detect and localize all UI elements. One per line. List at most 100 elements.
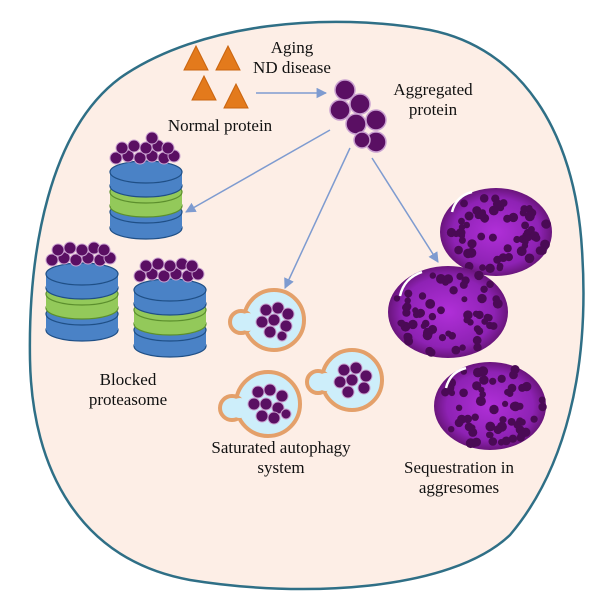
aggresome-speckle bbox=[458, 217, 465, 225]
aggresome-speckle bbox=[488, 437, 498, 446]
aggresome-speckle bbox=[479, 391, 486, 398]
aggresome-speckle bbox=[503, 214, 512, 223]
sequestration-label: Sequestration in aggresomes bbox=[403, 458, 514, 497]
aggresome-speckle bbox=[472, 335, 482, 345]
saturated-autophagy-label: Saturated autophagy system bbox=[211, 438, 351, 477]
aggresome-speckle bbox=[413, 311, 420, 319]
aggresome-speckle bbox=[429, 272, 436, 279]
aggresome-speckle bbox=[525, 234, 532, 242]
aggresome-speckle bbox=[408, 319, 418, 330]
blocked-proteasome-stack bbox=[45, 241, 119, 342]
aggresome-speckle bbox=[471, 413, 479, 421]
aggresome-speckle bbox=[456, 272, 464, 280]
aggregated-protein-label: Aggregated protein bbox=[393, 80, 473, 119]
aggresome-speckle bbox=[524, 211, 535, 222]
aggresome-speckle bbox=[489, 377, 497, 385]
aggresome-speckle bbox=[448, 426, 455, 433]
aggresome-speckle bbox=[517, 429, 527, 439]
nd-disease-label: ND disease bbox=[253, 58, 331, 77]
blocked-proteasome-stack bbox=[109, 131, 183, 240]
aggresome-speckle bbox=[477, 232, 486, 241]
blocked-proteasome-label: Blocked proteasome bbox=[88, 370, 168, 409]
aggresome-speckle bbox=[487, 431, 494, 439]
aggresome-speckle bbox=[493, 425, 503, 435]
aggresome-speckle bbox=[524, 253, 535, 264]
aggresome-speckle bbox=[507, 418, 516, 426]
aggresome-speckle bbox=[458, 224, 466, 231]
aggresome-speckle bbox=[472, 310, 480, 317]
aggresome-speckle bbox=[442, 278, 449, 286]
aggresome bbox=[434, 362, 547, 450]
aggresome-speckle bbox=[504, 388, 511, 396]
aggresome-speckle bbox=[503, 244, 512, 253]
aggresome-speckle bbox=[521, 221, 529, 230]
aggresome-speckle bbox=[499, 416, 507, 424]
normal-protein-triangle bbox=[223, 82, 249, 109]
aggresome-speckle bbox=[459, 232, 466, 239]
aggresome-speckle bbox=[492, 199, 502, 209]
aggresome-speckle bbox=[483, 313, 492, 322]
aging-label: Aging bbox=[270, 38, 314, 57]
aggregate-bead bbox=[334, 79, 356, 101]
aggresome-speckle bbox=[498, 253, 508, 262]
aggresome-speckle bbox=[541, 220, 549, 228]
aggresome-speckle bbox=[473, 343, 482, 352]
aggresome-speckle bbox=[454, 418, 464, 428]
aggresome-speckle bbox=[467, 239, 477, 249]
aggresome-speckle bbox=[423, 327, 433, 338]
aggresome-speckle bbox=[461, 296, 468, 303]
stressor-label: Aging ND disease bbox=[242, 38, 342, 78]
aggresome-speckle bbox=[446, 227, 456, 238]
aggresome-speckle bbox=[486, 321, 494, 330]
normal-protein-triangle bbox=[183, 44, 209, 71]
normal-protein-triangle bbox=[215, 44, 241, 71]
aggresome-speckle bbox=[463, 316, 471, 324]
aggresome-speckle bbox=[479, 264, 486, 271]
aggresome-speckle bbox=[460, 199, 468, 208]
aggresome-speckle bbox=[479, 194, 489, 203]
aggresome-speckle bbox=[402, 308, 411, 317]
aggresome-speckle bbox=[393, 295, 401, 302]
aggresome-speckle bbox=[518, 383, 527, 392]
autophagy-vesicle bbox=[228, 288, 306, 352]
aggresome-speckle bbox=[475, 327, 484, 335]
aggregate-bead bbox=[365, 109, 387, 131]
aggresome-speckle bbox=[463, 414, 472, 424]
aggresome-speckle bbox=[488, 233, 497, 242]
autophagy-vesicle bbox=[218, 370, 302, 438]
aggresome-speckle bbox=[486, 423, 494, 430]
arrow-to-aggresome bbox=[371, 157, 439, 263]
normal-protein-label: Normal protein bbox=[167, 116, 273, 135]
aggresome-speckle bbox=[448, 332, 456, 340]
aggresome-speckle bbox=[459, 280, 468, 289]
aggresome-speckle bbox=[404, 297, 411, 304]
aggresome-speckle bbox=[455, 404, 463, 411]
aggregate-bead bbox=[329, 99, 351, 121]
aggresome-speckle bbox=[454, 245, 463, 255]
aggresome-speckle bbox=[437, 306, 445, 315]
aggresome bbox=[388, 266, 508, 358]
aggresome-speckle bbox=[451, 345, 461, 355]
arrows bbox=[185, 87, 439, 289]
aggresome-speckle bbox=[449, 286, 458, 295]
aggresome-speckle bbox=[486, 280, 494, 288]
normal-protein-triangle bbox=[191, 74, 217, 101]
aggresome-speckle bbox=[485, 263, 495, 273]
aggresome-speckle bbox=[489, 404, 499, 415]
aggresome-speckle bbox=[499, 199, 508, 207]
aggresome-speckle bbox=[438, 334, 447, 342]
aggregated-protein-cluster bbox=[329, 79, 387, 153]
aggresome-speckle bbox=[530, 415, 538, 423]
aggresome-speckle bbox=[510, 401, 521, 412]
aggresome-speckle bbox=[477, 210, 487, 220]
normal-protein-group bbox=[183, 44, 249, 109]
autophagy-vesicle bbox=[305, 348, 384, 412]
aggresome-speckle bbox=[538, 396, 546, 404]
aggresome-speckle bbox=[538, 402, 547, 412]
aggresome-speckle bbox=[480, 285, 488, 293]
aggresome-speckle bbox=[479, 375, 489, 385]
aggresome-speckle bbox=[532, 234, 541, 242]
aggresome-speckle bbox=[520, 205, 529, 213]
aggresome-speckle bbox=[398, 319, 406, 327]
